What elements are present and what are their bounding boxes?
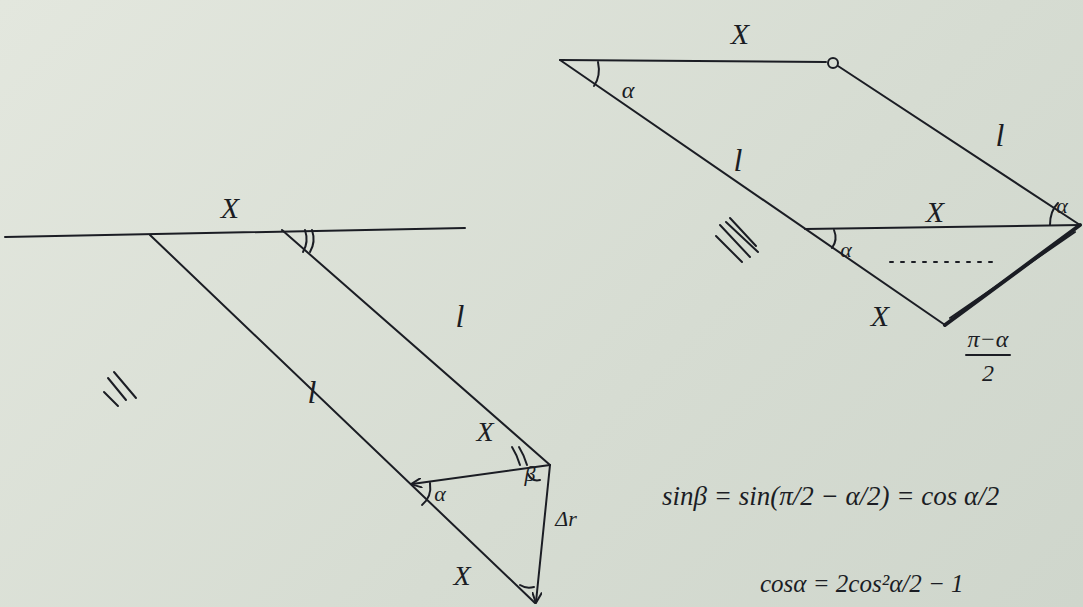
math-label: α	[840, 239, 852, 261]
math-label: β	[525, 463, 536, 485]
math-label: α	[622, 78, 635, 102]
math-label: X	[871, 301, 889, 331]
math-label: π−α	[968, 327, 1009, 351]
math-label: l	[996, 119, 1005, 151]
math-label: X	[453, 562, 470, 590]
math-label: X	[731, 19, 749, 49]
math-label: Δr	[555, 508, 576, 530]
formula-text: cosα = 2cos²α/2 − 1	[760, 571, 964, 596]
math-label: l	[308, 376, 317, 408]
math-label: l	[734, 144, 743, 176]
math-label: α	[434, 483, 446, 505]
math-label: X	[926, 197, 944, 227]
math-label: X	[221, 193, 239, 223]
math-label: l	[456, 300, 465, 332]
math-label: 2	[982, 361, 994, 385]
formula-text: sinβ = sin(π/2 − α/2) = cos α/2	[662, 483, 999, 510]
math-label: α	[1056, 195, 1068, 217]
math-label: X	[476, 418, 493, 446]
